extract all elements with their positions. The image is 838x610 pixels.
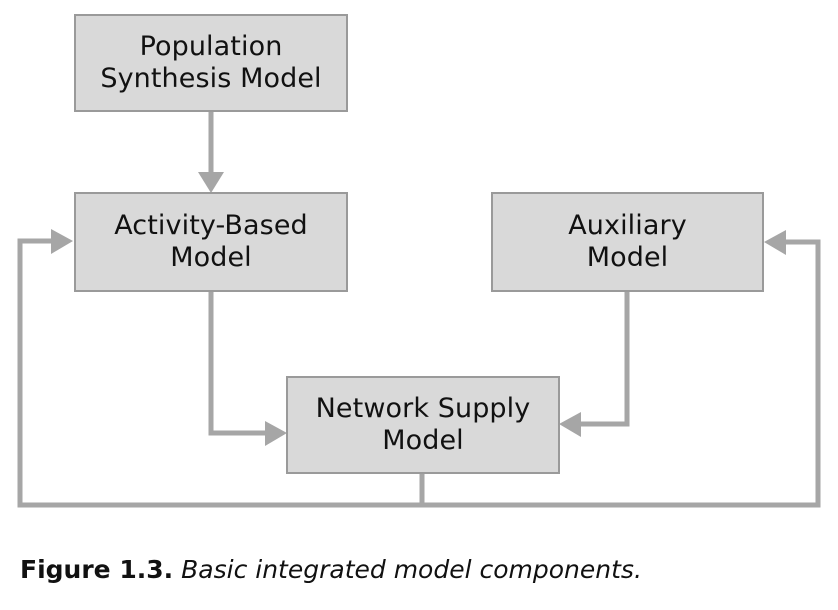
node-auxiliary-model[interactable]: Auxiliary Model: [491, 192, 764, 292]
edge-line: [422, 239, 821, 508]
edge-network-to-activity-feedback: [17, 229, 425, 508]
arrowhead-right-icon: [265, 421, 287, 446]
node-label: Activity-Based Model: [114, 209, 308, 273]
arrowhead-left-icon: [764, 230, 786, 255]
node-network-supply-model[interactable]: Network Supply Model: [286, 376, 560, 474]
arrowhead-down-icon: [198, 172, 224, 193]
arrowhead-right-icon: [51, 229, 73, 254]
figure-caption-text: Basic integrated model components.: [181, 555, 642, 584]
arrowhead-left-icon: [559, 412, 581, 437]
node-label: Auxiliary Model: [568, 209, 687, 273]
edge-network-to-auxiliary-feedback: [422, 230, 821, 508]
edge-activity-to-network: [208, 292, 287, 446]
edge-line: [570, 292, 630, 427]
edge-auxiliary-to-network: [559, 292, 630, 437]
figure-caption: Figure 1.3.Basic integrated model compon…: [20, 555, 820, 585]
node-activity-based-model[interactable]: Activity-Based Model: [74, 192, 348, 292]
edge-population-to-activity: [198, 112, 224, 193]
edge-line: [17, 238, 425, 508]
figure-caption-label: Figure 1.3.: [20, 555, 174, 584]
node-population-synthesis-model[interactable]: Population Synthesis Model: [74, 14, 348, 112]
node-label: Network Supply Model: [315, 392, 531, 456]
edge-line: [208, 292, 276, 436]
node-label: Population Synthesis Model: [100, 30, 322, 94]
